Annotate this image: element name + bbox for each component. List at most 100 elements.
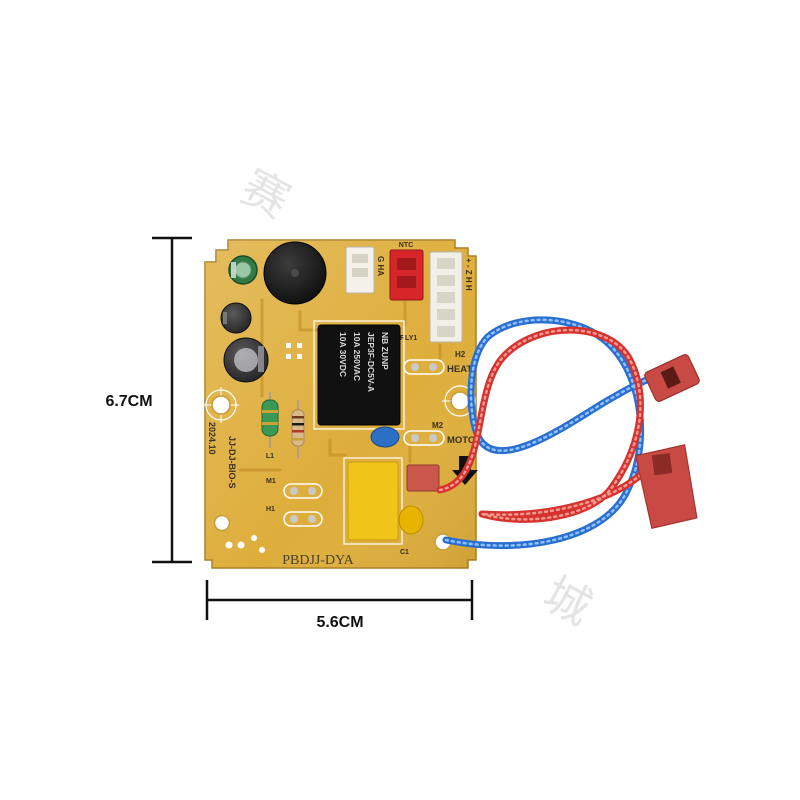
solder-pad <box>411 363 419 371</box>
relay-rating-2: 10A 30VDC <box>338 332 348 377</box>
capacitor-stripe <box>223 312 227 324</box>
blue-capacitor <box>370 426 400 448</box>
label-rly: RLY1 <box>400 335 417 342</box>
connector-white-long <box>429 251 463 343</box>
connector-slot <box>397 258 416 270</box>
hole <box>211 395 231 415</box>
pad-outline <box>403 430 445 446</box>
red-film-capacitor <box>406 464 440 492</box>
h1-pads <box>283 511 323 527</box>
wire-harness <box>436 316 656 550</box>
connector-slot <box>437 275 455 286</box>
heat-pads <box>403 359 445 375</box>
red-wire-texture <box>438 328 650 521</box>
pad-outline <box>283 511 323 527</box>
hole <box>450 391 470 411</box>
yellow-disc-capacitor <box>398 505 424 535</box>
label-m1: M1 <box>266 478 276 485</box>
solder-pad <box>308 487 316 495</box>
label-ntc: NTC <box>399 242 413 249</box>
relay-brand: NB ZUNP <box>380 332 390 370</box>
green-capacitor <box>228 255 258 285</box>
connector-white-small <box>345 246 375 294</box>
width-dimension <box>205 580 474 620</box>
label-g-ha: G HA <box>376 256 385 276</box>
capacitor-body <box>220 302 252 334</box>
resistor-body <box>291 409 305 447</box>
solder-pad <box>411 434 419 442</box>
m1-pads <box>283 483 323 499</box>
pcb-board: G HA NTC RLY1 + - Z H H <box>203 239 478 569</box>
blue-wire-texture <box>444 318 654 547</box>
label-c1: C1 <box>400 549 409 556</box>
relay-body <box>317 324 401 426</box>
resistor-band <box>292 416 304 419</box>
label-heat: HEAT <box>447 364 472 375</box>
logo-square <box>286 343 291 348</box>
moto-pads <box>403 430 445 446</box>
part-code: JJ-DJ-BIO-S <box>227 436 237 489</box>
capacitor-body <box>347 461 399 541</box>
capacitor-silk-outline <box>343 457 403 545</box>
relay-rating-1: 10A 250VAC <box>352 332 362 381</box>
via-hole <box>251 535 257 541</box>
connector-slot <box>437 326 455 337</box>
label-l1: L1 <box>266 453 274 460</box>
date-code: 2024.10 <box>207 422 217 455</box>
via-hole <box>237 541 245 549</box>
connector-slot <box>437 258 455 269</box>
connector-slot <box>437 309 455 320</box>
connector-opening <box>651 453 673 476</box>
connector-slot <box>437 292 455 303</box>
solder-pad <box>290 487 298 495</box>
label-m2: M2 <box>432 421 444 430</box>
height-dimension <box>152 236 192 564</box>
buzzer <box>263 241 327 305</box>
relay: NB ZUNP JEP3F-DC5V-A 10A 250VAC 10A 30VD… <box>313 320 405 430</box>
capacitor-top <box>234 348 258 372</box>
yellow-x-capacitor <box>343 457 403 545</box>
logo-square <box>297 343 302 348</box>
connector-housing <box>389 249 424 301</box>
relay-model: JEP3F-DC5V-A <box>366 332 376 392</box>
pad-outline <box>403 359 445 375</box>
solder-pad <box>290 515 298 523</box>
label-moto: MOTO <box>447 435 475 446</box>
resistor <box>291 400 305 458</box>
wire-connector-top <box>644 354 700 402</box>
connector-red-ntc <box>389 249 424 301</box>
capacitor-stripe <box>258 346 264 372</box>
connector-slot <box>352 254 368 263</box>
inductor-body <box>261 399 279 437</box>
resistor-band <box>292 430 304 433</box>
hole-bottom-left <box>213 514 231 532</box>
pad-outline <box>283 483 323 499</box>
mounting-hole-left <box>203 387 239 423</box>
silkscreen-logo <box>286 343 302 359</box>
trace <box>328 438 347 457</box>
solder-pad <box>429 363 437 371</box>
label-pins: + - Z H H <box>464 258 473 291</box>
large-capacitor <box>223 337 269 383</box>
logo-square <box>297 354 302 359</box>
resistor-band <box>292 423 304 426</box>
height-dimension-label: 6.7CM <box>105 393 152 410</box>
connector-sleeve <box>634 444 698 529</box>
via-hole <box>259 547 265 553</box>
trace <box>298 310 320 332</box>
relay-silk-outline <box>313 320 405 430</box>
logo-square <box>286 354 291 359</box>
solder-pad <box>429 434 437 442</box>
width-dimension-label: 5.6CM <box>316 614 363 631</box>
capacitor-stripe <box>231 262 236 278</box>
board-model: PBDJJ-DYA <box>282 553 354 568</box>
buzzer-hole <box>291 269 299 277</box>
resistor-band <box>292 438 304 441</box>
wire-connector-bottom <box>634 444 698 529</box>
inductor-band <box>262 422 278 425</box>
label-h1: H1 <box>266 506 275 513</box>
green-inductor <box>261 392 279 448</box>
label-h2: H2 <box>455 350 466 359</box>
connector-slot <box>397 276 416 288</box>
